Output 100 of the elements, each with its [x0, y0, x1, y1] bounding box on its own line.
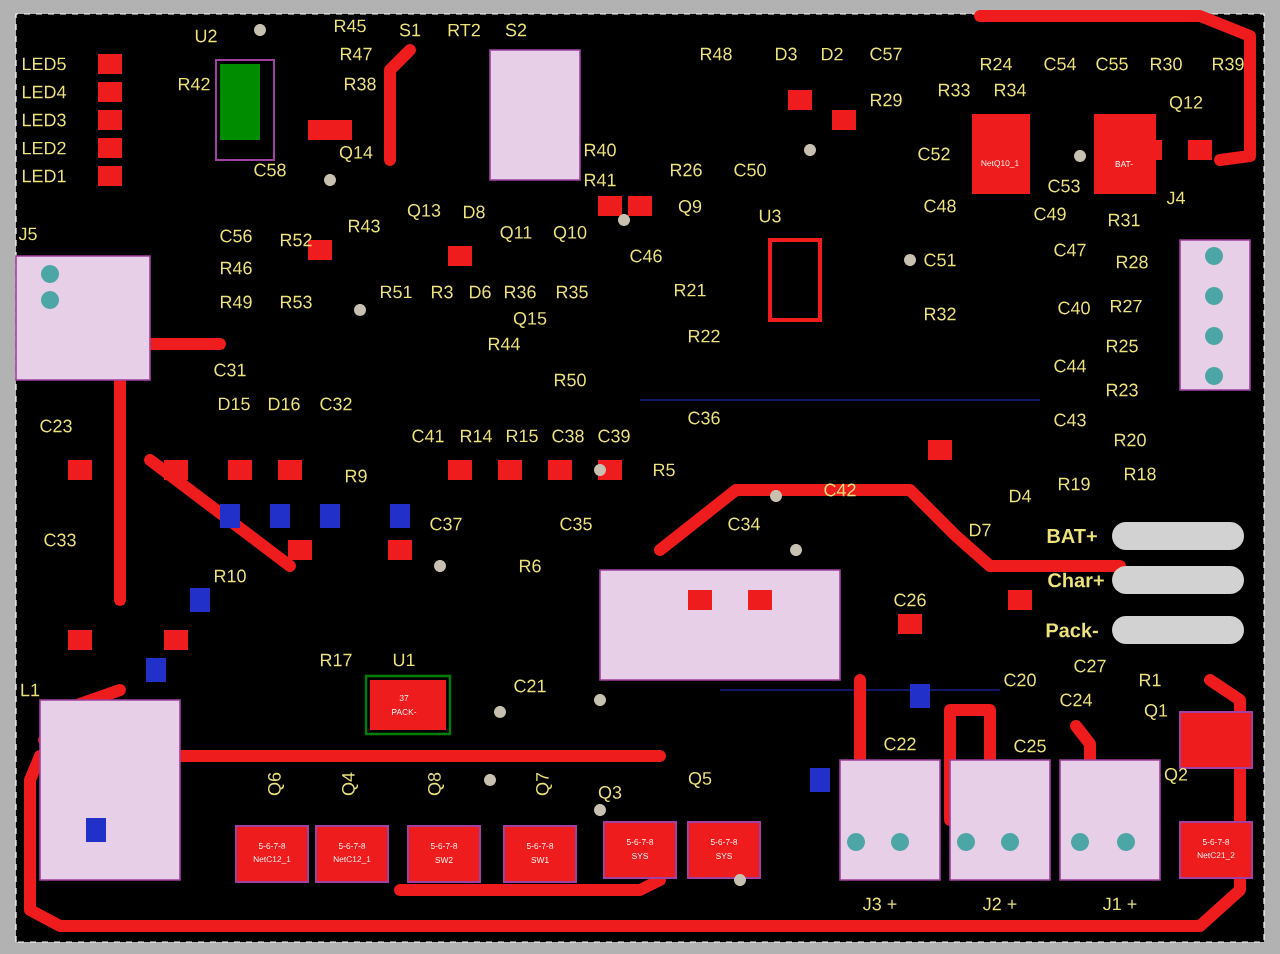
- designator-label: C41: [412, 429, 444, 443]
- designator-label: Q9: [678, 200, 702, 216]
- designator-label: R47: [340, 47, 372, 61]
- designator-label: C22: [884, 737, 916, 751]
- designator-label: R18: [1124, 467, 1156, 481]
- designator-label: J3 +: [863, 897, 897, 911]
- designator-label: R35: [556, 285, 588, 299]
- designator-label: C37: [430, 517, 462, 531]
- designator-label: R30: [1151, 57, 1182, 71]
- designator-label: Q2: [1164, 768, 1188, 784]
- designator-label: R41: [584, 173, 616, 187]
- designator-label: Q5: [688, 772, 712, 788]
- designator-label: R44: [488, 337, 520, 351]
- designator-label: R28: [1116, 255, 1148, 269]
- designator-label: R10: [214, 569, 246, 583]
- designator-label: U1: [393, 653, 415, 667]
- designator-label: R14: [460, 429, 492, 443]
- designator-label: C42: [824, 483, 856, 497]
- designator-label: R53: [280, 295, 312, 309]
- designator-label: D8: [464, 205, 485, 219]
- designator-label: C39: [598, 429, 630, 443]
- designator-label: Q1: [1144, 704, 1168, 720]
- designator-label: C34: [728, 517, 760, 531]
- designator-label: LED3: [22, 113, 66, 127]
- designator-label: R22: [688, 329, 720, 343]
- designator-label: C23: [40, 419, 72, 433]
- designator-label: R23: [1107, 383, 1138, 397]
- designator-label: D7: [970, 523, 991, 537]
- designator-label: C36: [688, 411, 720, 425]
- designator-label: C58: [254, 163, 286, 177]
- pin-label: Char+: [1048, 572, 1104, 588]
- designator-label: R48: [700, 47, 732, 61]
- designator-label: J1 +: [1103, 897, 1137, 911]
- designator-label: Q7: [536, 772, 552, 796]
- designator-label: R51: [380, 285, 412, 299]
- designator-label: D6: [469, 285, 491, 299]
- designator-label: R38: [344, 77, 376, 91]
- designator-label: C26: [894, 593, 926, 607]
- designator-label: R20: [1115, 433, 1146, 447]
- designator-label: LED2: [22, 141, 66, 155]
- designator-label: C51: [924, 253, 956, 267]
- designator-label: RT2: [448, 23, 480, 37]
- designator-label: R45: [334, 19, 366, 33]
- designator-label: R27: [1110, 299, 1142, 313]
- designator-label: R34: [994, 83, 1026, 97]
- designator-label: S2: [505, 23, 527, 37]
- designator-label: R17: [320, 653, 352, 667]
- designator-label: C25: [1014, 739, 1046, 753]
- designator-label: R39: [1213, 57, 1244, 71]
- pin-label: BAT+: [1047, 529, 1097, 543]
- designator-label: C43: [1054, 413, 1086, 427]
- designator-label: R42: [178, 77, 210, 91]
- designator-label: C49: [1034, 207, 1066, 221]
- designator-label: R25: [1107, 339, 1138, 353]
- designator-label: R19: [1058, 477, 1090, 491]
- designator-label: D4: [1010, 489, 1031, 503]
- designator-label: D2: [822, 47, 843, 61]
- designator-label: R6: [519, 559, 541, 573]
- designator-label: R24: [980, 57, 1012, 71]
- designator-label: R43: [348, 219, 380, 233]
- designator-label: C47: [1054, 243, 1086, 257]
- designator-label: Q6: [268, 772, 284, 796]
- designator-label: C54: [1044, 57, 1076, 71]
- designator-label: Q14: [339, 146, 373, 162]
- designator-label: D15: [218, 397, 250, 411]
- designator-label: R32: [924, 307, 956, 321]
- designator-label: U3: [759, 209, 781, 223]
- designator-label: R46: [220, 261, 252, 275]
- designator-label: S1: [399, 23, 421, 37]
- designator-label: J2 +: [983, 897, 1017, 911]
- designator-label: Q12: [1169, 96, 1203, 112]
- designator-label: C31: [214, 363, 246, 377]
- designator-label: R15: [506, 429, 538, 443]
- designator-label: R26: [670, 163, 702, 177]
- designator-label: C52: [918, 147, 950, 161]
- designator-label: R31: [1108, 213, 1140, 227]
- designator-label: D16: [268, 397, 300, 411]
- designator-label: R49: [220, 295, 252, 309]
- designator-label: R36: [504, 285, 536, 299]
- designator-label: LED1: [22, 169, 66, 183]
- designator-label: C27: [1074, 659, 1106, 673]
- pin-label: Pack-: [1046, 622, 1098, 638]
- designator-label: R9: [345, 469, 367, 483]
- designator-label: C48: [924, 199, 956, 213]
- designator-label: R29: [870, 93, 902, 107]
- designator-label: Q11: [500, 226, 532, 242]
- designator-label: R33: [938, 83, 970, 97]
- designator-label: R1: [1140, 673, 1161, 687]
- designator-label: U2: [195, 29, 217, 43]
- designator-label: L1: [21, 683, 40, 697]
- designator-label: C53: [1048, 179, 1080, 193]
- designator-label: R3: [431, 285, 453, 299]
- designator-label: J5: [18, 227, 37, 241]
- designator-label: C32: [320, 397, 352, 411]
- designator-label: C24: [1060, 693, 1092, 707]
- designator-label: C44: [1054, 359, 1086, 373]
- designator-label: C55: [1096, 57, 1128, 71]
- designator-label: Q10: [553, 226, 587, 242]
- designator-label: LED5: [22, 57, 66, 71]
- designator-label: Q15: [513, 312, 547, 328]
